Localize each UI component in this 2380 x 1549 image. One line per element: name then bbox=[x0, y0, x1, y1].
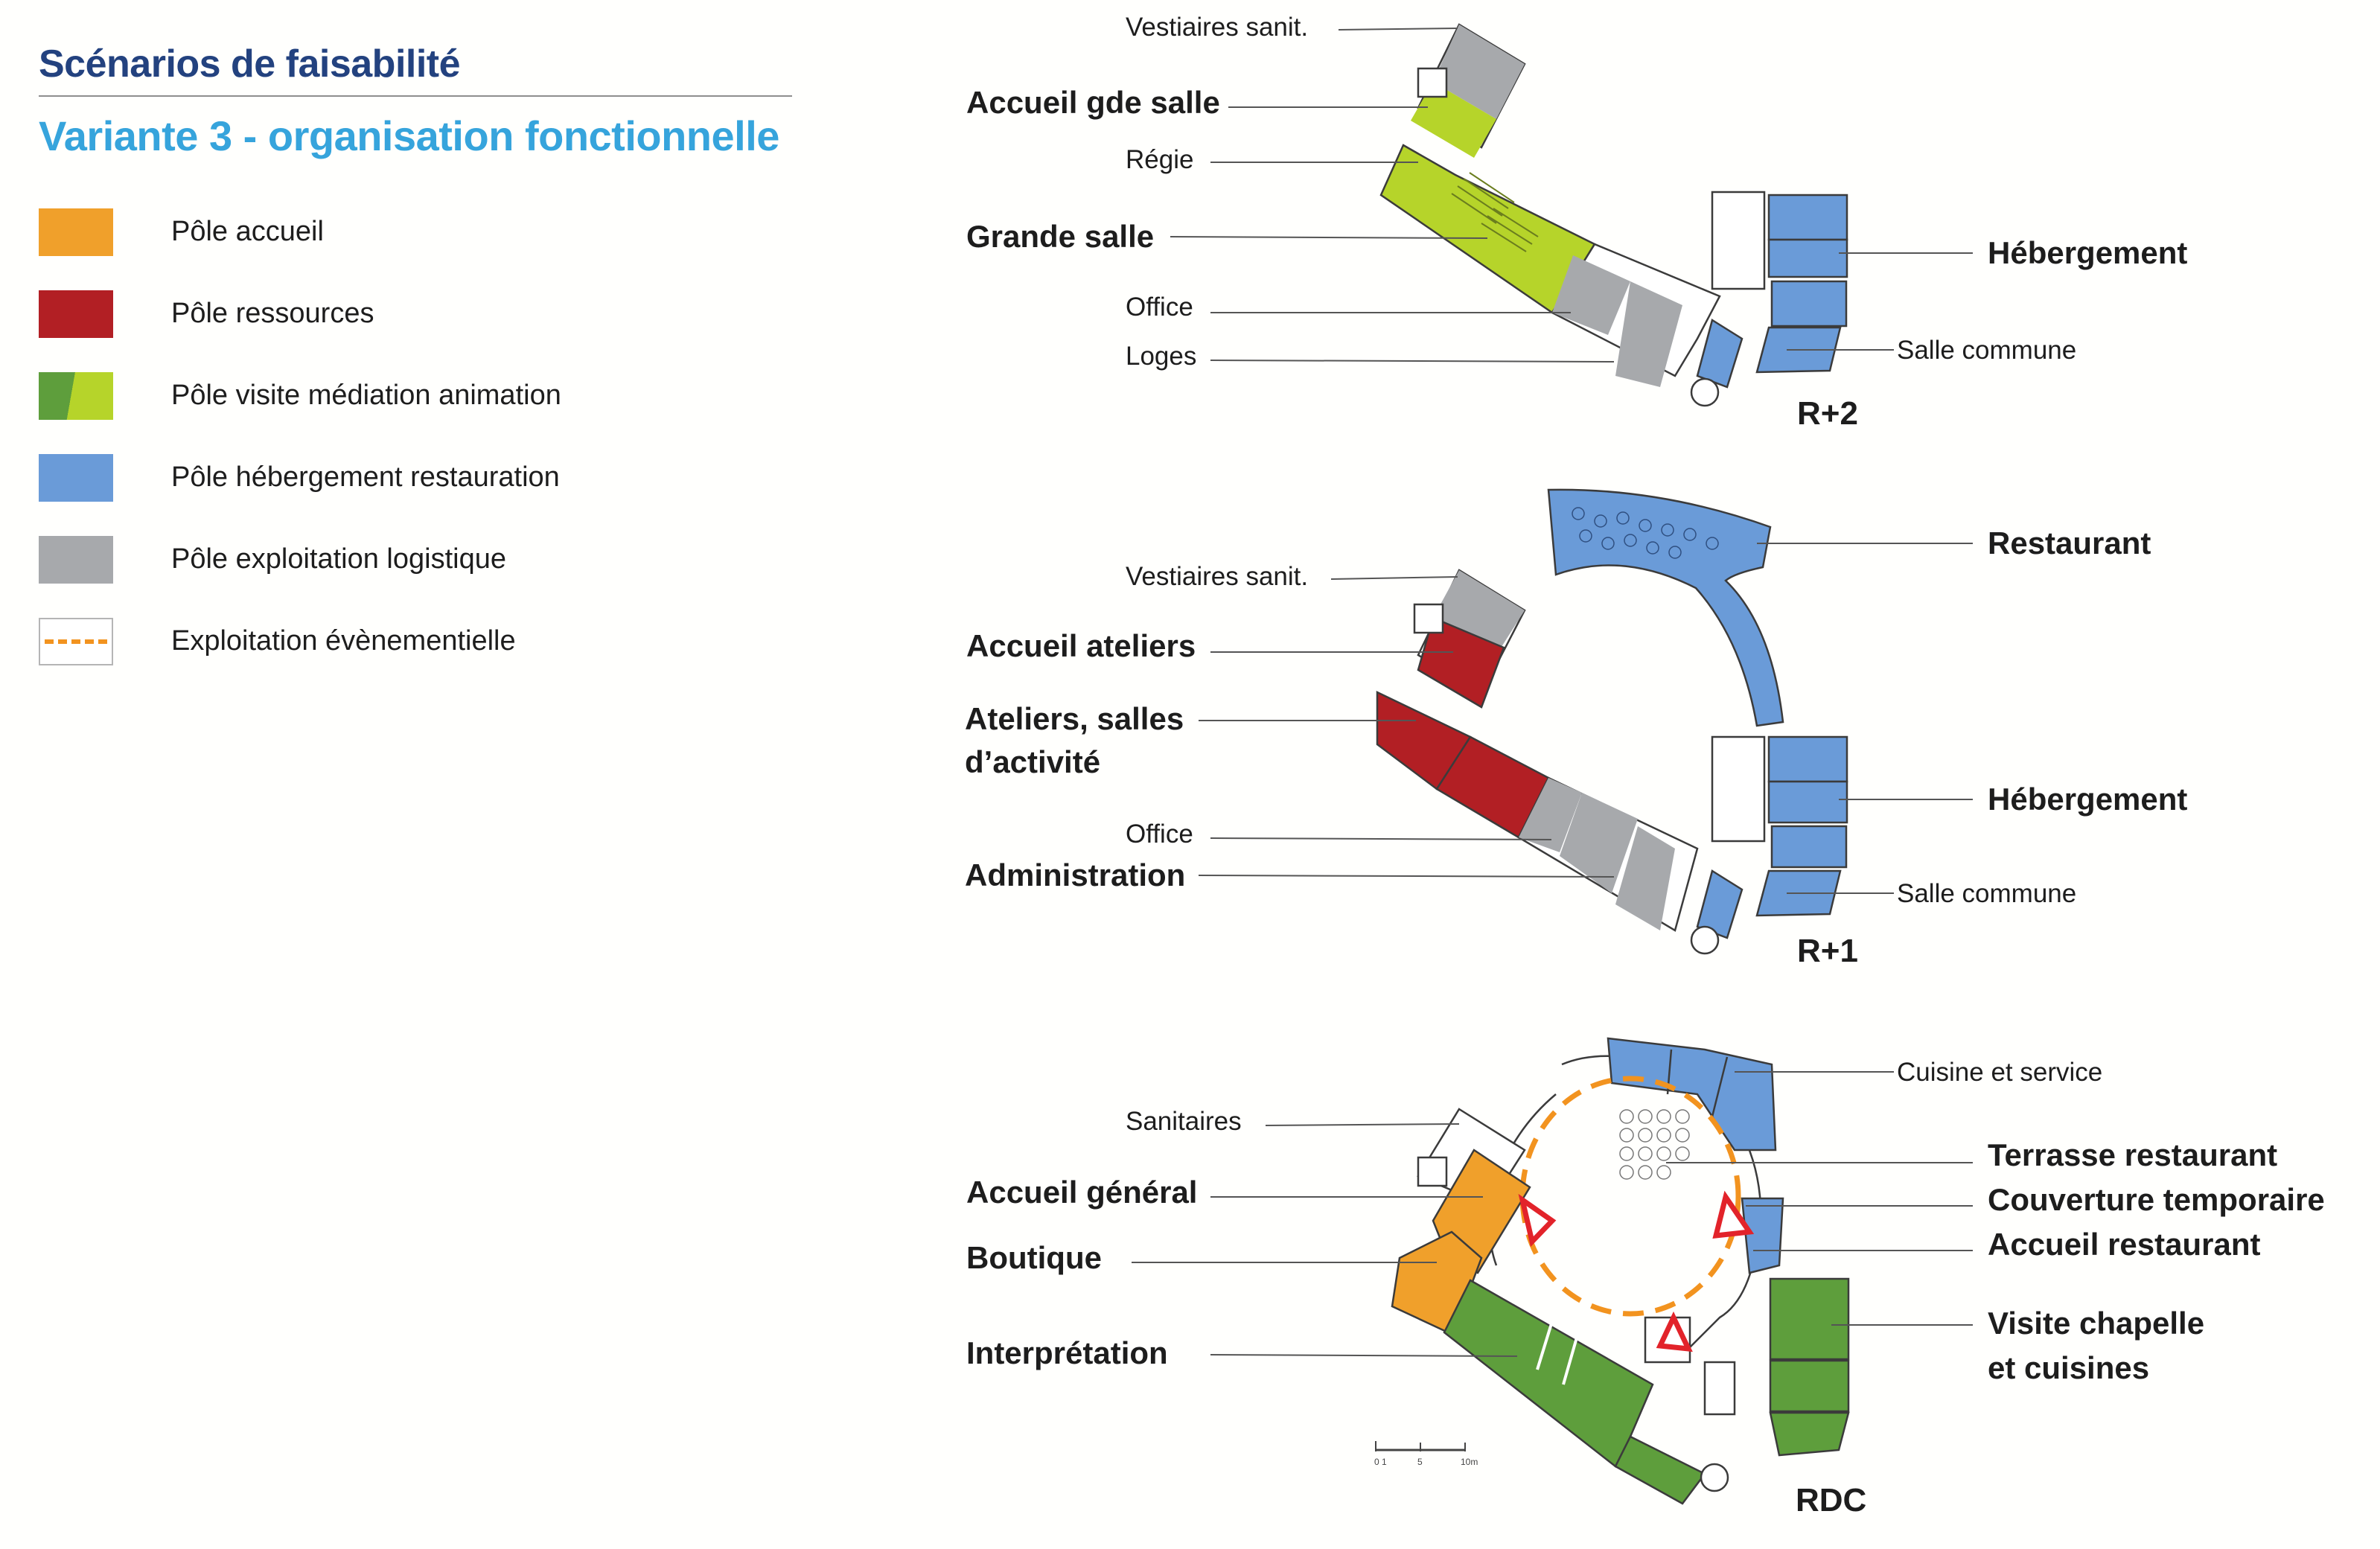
label-rdc-visite-2: et cuisines bbox=[1988, 1350, 2149, 1385]
legend-swatch-exploitation bbox=[39, 536, 113, 584]
plan-r1: Restaurant Vestiaires sanit. Accueil ate… bbox=[965, 488, 2187, 969]
r2-stair bbox=[1417, 67, 1448, 98]
legend-swatch-ressources bbox=[39, 290, 113, 338]
legend-label: Exploitation évènementielle bbox=[171, 625, 516, 657]
label-rdc-accueil-restaurant: Accueil restaurant bbox=[1988, 1227, 2260, 1262]
rdc-access-marker-south bbox=[1656, 1311, 1693, 1352]
label-r2-accueil-gde-salle: Accueil gde salle bbox=[966, 85, 1220, 120]
rdc-access-marker-west bbox=[1518, 1193, 1557, 1248]
r2-east-stair bbox=[1711, 191, 1766, 290]
legend-item-ressources: Pôle ressources bbox=[39, 290, 709, 342]
rdc-stair bbox=[1417, 1156, 1448, 1187]
label-r2-hebergement: Hébergement bbox=[1988, 235, 2187, 270]
label-rdc-terrasse: Terrasse restaurant bbox=[1988, 1137, 2277, 1172]
legend-item-exploitation: Pôle exploitation logistique bbox=[39, 536, 709, 588]
label-r1-salle-commune: Salle commune bbox=[1897, 879, 2076, 908]
rdc-event-circle bbox=[1519, 1076, 1741, 1317]
level-r2: R+2 bbox=[1797, 395, 1858, 432]
r1-heb-room-3 bbox=[1770, 825, 1848, 869]
plan-r2: Vestiaires sanit. Accueil gde salle Régi… bbox=[966, 13, 2187, 432]
legend-swatch-accueil bbox=[39, 208, 113, 256]
label-rdc-sanitaires: Sanitaires bbox=[1126, 1107, 1242, 1136]
rdc-east-stair-2 bbox=[1703, 1361, 1736, 1416]
r1-stair bbox=[1413, 603, 1444, 634]
rdc-terrace-tables bbox=[1619, 1109, 1690, 1180]
legend-label: Pôle accueil bbox=[171, 216, 324, 247]
rdc-access-marker-east bbox=[1712, 1190, 1755, 1239]
scale-tick-10: 10m bbox=[1461, 1457, 1478, 1467]
r2-seating bbox=[1451, 172, 1539, 252]
r1-restaurant bbox=[1547, 488, 1784, 727]
rdc-visite-3 bbox=[1769, 1411, 1850, 1457]
legend-label: Pôle exploitation logistique bbox=[171, 543, 506, 575]
rdc-visite-cuisines bbox=[1769, 1359, 1850, 1413]
rdc-interpretation-2 bbox=[1614, 1435, 1706, 1505]
r2-loges bbox=[1615, 281, 1682, 387]
r2-vestiaires-block bbox=[1433, 25, 1525, 119]
title-divider bbox=[39, 95, 792, 97]
label-r2-office: Office bbox=[1126, 293, 1193, 322]
label-rdc-couverture: Couverture temporaire bbox=[1988, 1182, 2325, 1217]
r2-heb-room-2 bbox=[1767, 238, 1848, 278]
label-rdc-boutique: Boutique bbox=[966, 1240, 1102, 1275]
r2-heb-room-1 bbox=[1767, 194, 1848, 241]
level-r1: R+1 bbox=[1797, 933, 1858, 969]
r1-heb-room-2 bbox=[1767, 780, 1848, 824]
legend-item-visite: Pôle visite médiation animation bbox=[39, 372, 709, 424]
legend-label: Pôle visite médiation animation bbox=[171, 380, 561, 411]
r1-admin-2 bbox=[1615, 826, 1675, 930]
label-r1-vestiaires: Vestiaires sanit. bbox=[1126, 562, 1308, 591]
r2-heb-room-3 bbox=[1770, 280, 1848, 328]
label-r1-administration: Administration bbox=[965, 857, 1185, 892]
r1-heb-room-1 bbox=[1767, 735, 1848, 783]
plan-rdc: 0 1 5 10m Cuisine et service Sanitaires … bbox=[966, 1037, 2325, 1518]
label-r2-salle-commune: Salle commune bbox=[1897, 336, 2076, 365]
label-r2-regie: Régie bbox=[1126, 145, 1193, 174]
rdc-accueil-restaurant bbox=[1741, 1197, 1784, 1274]
r1-administration bbox=[1560, 793, 1638, 893]
rdc-scale-bar: 0 1 5 10m bbox=[1374, 1441, 1478, 1467]
legend-label: Pôle hébergement restauration bbox=[171, 461, 560, 493]
r1-office bbox=[1519, 778, 1582, 852]
label-rdc-visite-1: Visite chapelle bbox=[1988, 1306, 2204, 1341]
legend-swatch-evenementiel bbox=[39, 618, 113, 665]
scale-tick-5: 5 bbox=[1417, 1457, 1423, 1467]
label-r2-grande-salle: Grande salle bbox=[966, 219, 1154, 254]
r2-accueil-room bbox=[1411, 82, 1496, 158]
r1-spiral-stair bbox=[1690, 925, 1720, 955]
label-r2-loges: Loges bbox=[1126, 342, 1196, 371]
legend-item-accueil: Pôle accueil bbox=[39, 208, 709, 261]
label-r1-restaurant: Restaurant bbox=[1988, 526, 2151, 560]
legend-item-evenementiel: Exploitation évènementielle bbox=[39, 618, 709, 670]
label-rdc-cuisine: Cuisine et service bbox=[1897, 1058, 2102, 1087]
rdc-interpretation bbox=[1443, 1279, 1654, 1468]
legend-swatch-visite bbox=[39, 372, 113, 420]
r1-restaurant-tables bbox=[1572, 507, 1719, 559]
label-r1-ateliers-2: d’activité bbox=[965, 744, 1100, 779]
page-title: Scénarios de faisabilité bbox=[39, 42, 461, 86]
r1-vestiaires-block bbox=[1433, 570, 1525, 655]
label-r2-vestiaires: Vestiaires sanit. bbox=[1126, 13, 1308, 42]
r2-spiral-stair bbox=[1690, 377, 1720, 407]
level-rdc: RDC bbox=[1796, 1482, 1866, 1518]
label-rdc-accueil-general: Accueil général bbox=[966, 1175, 1197, 1210]
label-r1-ateliers-1: Ateliers, salles bbox=[965, 701, 1184, 736]
legend-item-hebergement: Pôle hébergement restauration bbox=[39, 454, 709, 506]
legend-label: Pôle ressources bbox=[171, 298, 374, 329]
page-subtitle: Variante 3 - organisation fonctionnelle bbox=[39, 112, 779, 159]
label-r1-office: Office bbox=[1126, 820, 1193, 849]
scale-tick-0: 0 1 bbox=[1374, 1457, 1387, 1467]
r1-salle-commune-west bbox=[1696, 869, 1743, 939]
r1-east-stair bbox=[1711, 735, 1766, 843]
label-rdc-interpretation: Interprétation bbox=[966, 1335, 1168, 1370]
rdc-spiral-stair bbox=[1700, 1463, 1729, 1492]
label-r1-accueil-ateliers: Accueil ateliers bbox=[966, 628, 1196, 663]
legend-swatch-hebergement bbox=[39, 454, 113, 502]
rdc-visite-chapelle bbox=[1769, 1277, 1850, 1361]
rdc-cuisine bbox=[1607, 1037, 1777, 1152]
r2-office bbox=[1552, 255, 1630, 335]
r2-salle-commune-west bbox=[1696, 319, 1743, 389]
label-r1-hebergement: Hébergement bbox=[1988, 782, 2187, 817]
